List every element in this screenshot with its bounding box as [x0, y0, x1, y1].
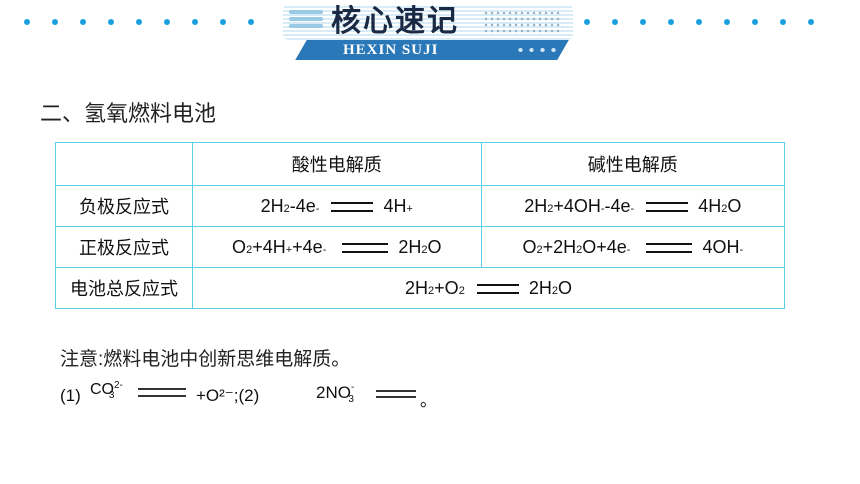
page-title: 核心速记	[331, 4, 459, 39]
section-title: 二、氢氧燃料电池	[40, 101, 217, 126]
dot	[808, 19, 814, 25]
row-label: 电池总反应式	[55, 267, 193, 309]
dot	[108, 19, 114, 25]
page-subtitle: HEXIN SUJI	[343, 42, 439, 58]
dot	[640, 19, 646, 25]
row-label: 负极反应式	[55, 185, 193, 227]
dot	[164, 19, 170, 25]
empty-header-cell	[55, 142, 193, 186]
header-acid: 酸性电解质	[192, 142, 482, 186]
dot	[668, 19, 674, 25]
dot	[584, 19, 590, 25]
header-dots-left	[24, 16, 276, 28]
item1-tail: +O²⁻;(2)	[196, 386, 260, 405]
note-text: 注意:燃料电池中创新思维电解质。	[60, 349, 351, 370]
row-label: 正极反应式	[55, 226, 193, 268]
table-header-row: 酸性电解质 碱性电解质	[55, 142, 786, 186]
equals-arrow-icon	[646, 201, 689, 212]
dot	[696, 19, 702, 25]
nitrate-formula: 2NO-3	[316, 382, 355, 405]
item1-label: (1)	[60, 386, 81, 405]
header-badge: 核心速记 HEXIN SUJI	[283, 4, 573, 64]
equals-arrow-icon	[376, 390, 416, 398]
dot	[248, 19, 254, 25]
equals-arrow-icon	[476, 283, 519, 294]
dot	[52, 19, 58, 25]
header-dots-right	[584, 16, 814, 28]
lines-icon	[289, 10, 323, 34]
dot-pattern-icon	[483, 10, 563, 34]
header-base: 碱性电解质	[480, 142, 786, 186]
dot	[24, 19, 30, 25]
equals-arrow-icon	[331, 201, 374, 212]
dot	[192, 19, 198, 25]
equals-arrow-icon	[138, 388, 186, 397]
dot	[612, 19, 618, 25]
dot	[80, 19, 86, 25]
dots-icon	[515, 45, 559, 55]
equals-arrow-icon	[342, 242, 389, 253]
sentence-end: 。	[420, 391, 437, 410]
equals-arrow-icon	[646, 242, 693, 253]
dot	[724, 19, 730, 25]
carbonate-formula: CO2-3	[90, 380, 123, 401]
dot	[752, 19, 758, 25]
dot	[780, 19, 786, 25]
dot	[220, 19, 226, 25]
dot	[136, 19, 142, 25]
